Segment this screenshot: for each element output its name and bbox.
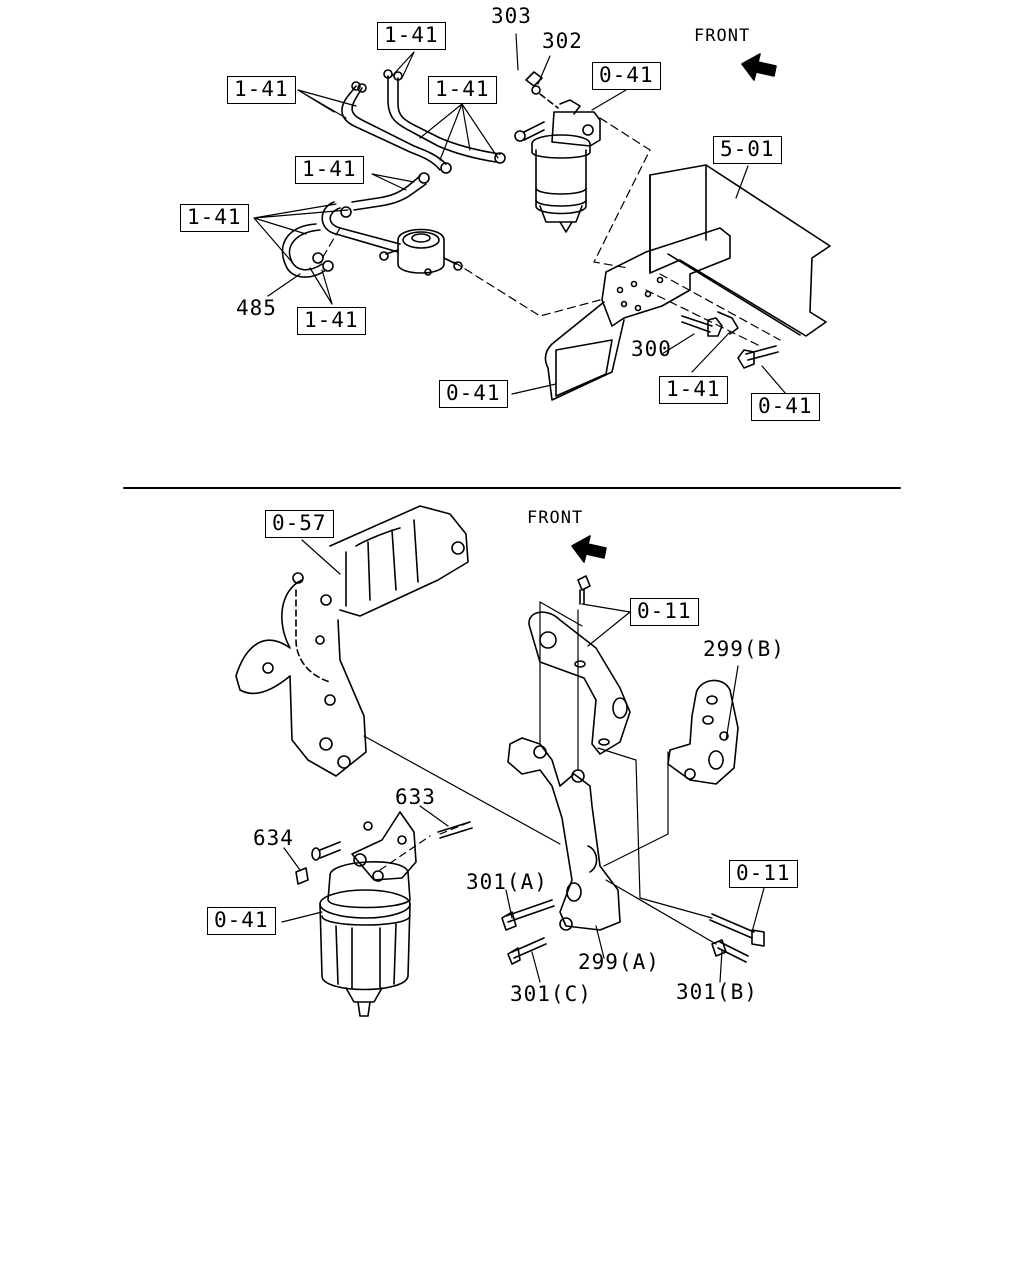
callout-5-01: 5-01 — [713, 136, 782, 164]
callout-633: 633 — [395, 785, 436, 809]
bottom-dashed-leaders — [379, 821, 471, 871]
bracket-299a — [507, 737, 621, 931]
top-dashed-leaders — [319, 117, 781, 347]
mounting-bolts-top — [681, 311, 779, 369]
fuel-filter-top — [514, 71, 601, 233]
bottom-front-arrow — [571, 535, 607, 563]
callout-0-41-d: 0-41 — [207, 907, 276, 935]
top-front-arrow — [741, 53, 777, 81]
bottom-leader-lines — [281, 539, 765, 983]
callout-1-41-f: 1-41 — [297, 307, 366, 335]
callout-1-41-a: 1-41 — [377, 22, 446, 50]
callout-299b: 299(B) — [703, 637, 785, 661]
callout-634: 634 — [253, 826, 294, 850]
callout-303: 303 — [491, 4, 532, 28]
bottom-relation-lines — [363, 601, 717, 945]
callout-1-41-b: 1-41 — [227, 76, 296, 104]
callout-485: 485 — [236, 296, 277, 320]
callout-1-41-d: 1-41 — [295, 156, 364, 184]
front-label-bottom: FRONT — [527, 508, 584, 528]
callout-0-41-a: 0-41 — [592, 62, 661, 90]
callout-0-41-c: 0-41 — [751, 393, 820, 421]
callout-302: 302 — [542, 29, 583, 53]
callout-300: 300 — [631, 337, 672, 361]
callout-0-11-b: 0-11 — [729, 860, 798, 888]
priming-pump-top — [379, 228, 463, 276]
callout-301b: 301(B) — [676, 980, 758, 1004]
mounting-bolts-bottom — [295, 575, 765, 965]
front-label-top: FRONT — [694, 26, 751, 46]
top-leader-lines — [253, 33, 787, 395]
callout-299a: 299(A) — [578, 950, 660, 974]
callout-0-11-a: 0-11 — [630, 598, 699, 626]
callout-0-41-b: 0-41 — [439, 380, 508, 408]
callout-1-41-g: 1-41 — [659, 376, 728, 404]
callout-1-41-e: 1-41 — [180, 204, 249, 232]
callout-1-41-c: 1-41 — [428, 76, 497, 104]
bracket-top — [544, 227, 731, 401]
frame-rail — [649, 164, 831, 337]
callout-0-57: 0-57 — [265, 510, 334, 538]
engine-component — [235, 505, 469, 777]
fuel-filter-bottom — [311, 811, 417, 1017]
callout-301a: 301(A) — [466, 870, 548, 894]
bracket-299b — [667, 679, 739, 785]
callout-301c: 301(C) — [510, 982, 592, 1006]
bracket-upper — [528, 611, 631, 755]
